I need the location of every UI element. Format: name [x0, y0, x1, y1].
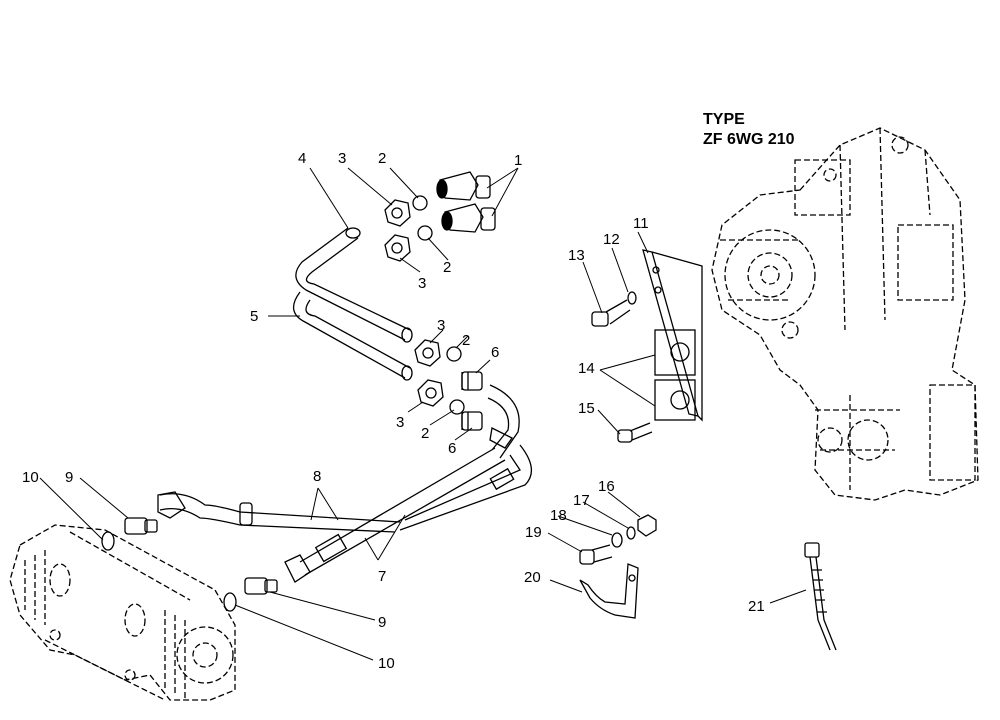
- clamp-14: [654, 329, 696, 421]
- washer-10-upper: [101, 531, 115, 551]
- adapter-9-upper: [124, 517, 158, 535]
- washer-10-lower: [223, 592, 237, 612]
- callout-20: 20: [524, 569, 541, 586]
- bolt-13: [591, 299, 631, 327]
- type-label: TYPE: [703, 111, 745, 128]
- callout-2: 2: [443, 259, 451, 276]
- callout-6: 6: [491, 344, 499, 361]
- callout-1: 1: [514, 152, 522, 169]
- oil-cooler: [9, 524, 236, 701]
- callout-9: 9: [378, 614, 386, 631]
- callout-19: 19: [525, 524, 542, 541]
- callout-3: 3: [418, 275, 426, 292]
- leader-lines: [39, 167, 807, 661]
- callout-12: 12: [603, 231, 620, 248]
- callout-2: 2: [462, 332, 470, 349]
- callout-15: 15: [578, 400, 595, 417]
- callout-17: 17: [573, 492, 590, 509]
- elbow-fitting-1: [436, 171, 496, 233]
- callout-numbers: 1 2 2 2 2 3 3 3 3 4 5 6 6 7 8 9 9 10 10 …: [22, 150, 765, 672]
- hose-5: [293, 291, 413, 381]
- model-label: ZF 6WG 210: [703, 131, 795, 148]
- fittings-top: [384, 195, 433, 262]
- callout-11: 11: [633, 215, 649, 232]
- callout-13: 13: [568, 247, 585, 264]
- callout-9: 9: [65, 469, 73, 486]
- callout-16: 16: [598, 478, 615, 495]
- callout-4: 4: [298, 150, 306, 167]
- cable-tie-21: [804, 542, 837, 651]
- hose-4: [295, 227, 411, 341]
- washer-18: [611, 532, 623, 548]
- nut-16: [637, 514, 657, 537]
- bracket-20: [579, 563, 639, 619]
- callout-14: 14: [578, 360, 595, 377]
- callout-10: 10: [22, 469, 39, 486]
- bolt-15: [617, 422, 653, 443]
- callout-18: 18: [550, 507, 567, 524]
- lock-washer-12: [627, 291, 637, 305]
- callout-3: 3: [396, 414, 404, 431]
- fittings-mid: [414, 339, 483, 431]
- mounting-plate-11: [642, 249, 703, 422]
- adapter-9-lower: [244, 577, 278, 595]
- callout-21: 21: [748, 598, 765, 615]
- bolt-19: [579, 544, 613, 565]
- callout-3: 3: [338, 150, 346, 167]
- callout-10: 10: [378, 655, 395, 672]
- hose-7: [284, 384, 532, 583]
- callout-6: 6: [448, 440, 456, 457]
- hose-8: [157, 491, 401, 533]
- transmission: [711, 127, 979, 501]
- callout-2: 2: [378, 150, 386, 167]
- callout-5: 5: [250, 308, 258, 325]
- callout-7: 7: [378, 568, 386, 585]
- lock-washer-17: [626, 526, 636, 540]
- callout-2: 2: [421, 425, 429, 442]
- callout-8: 8: [313, 468, 321, 485]
- callout-3: 3: [437, 317, 445, 334]
